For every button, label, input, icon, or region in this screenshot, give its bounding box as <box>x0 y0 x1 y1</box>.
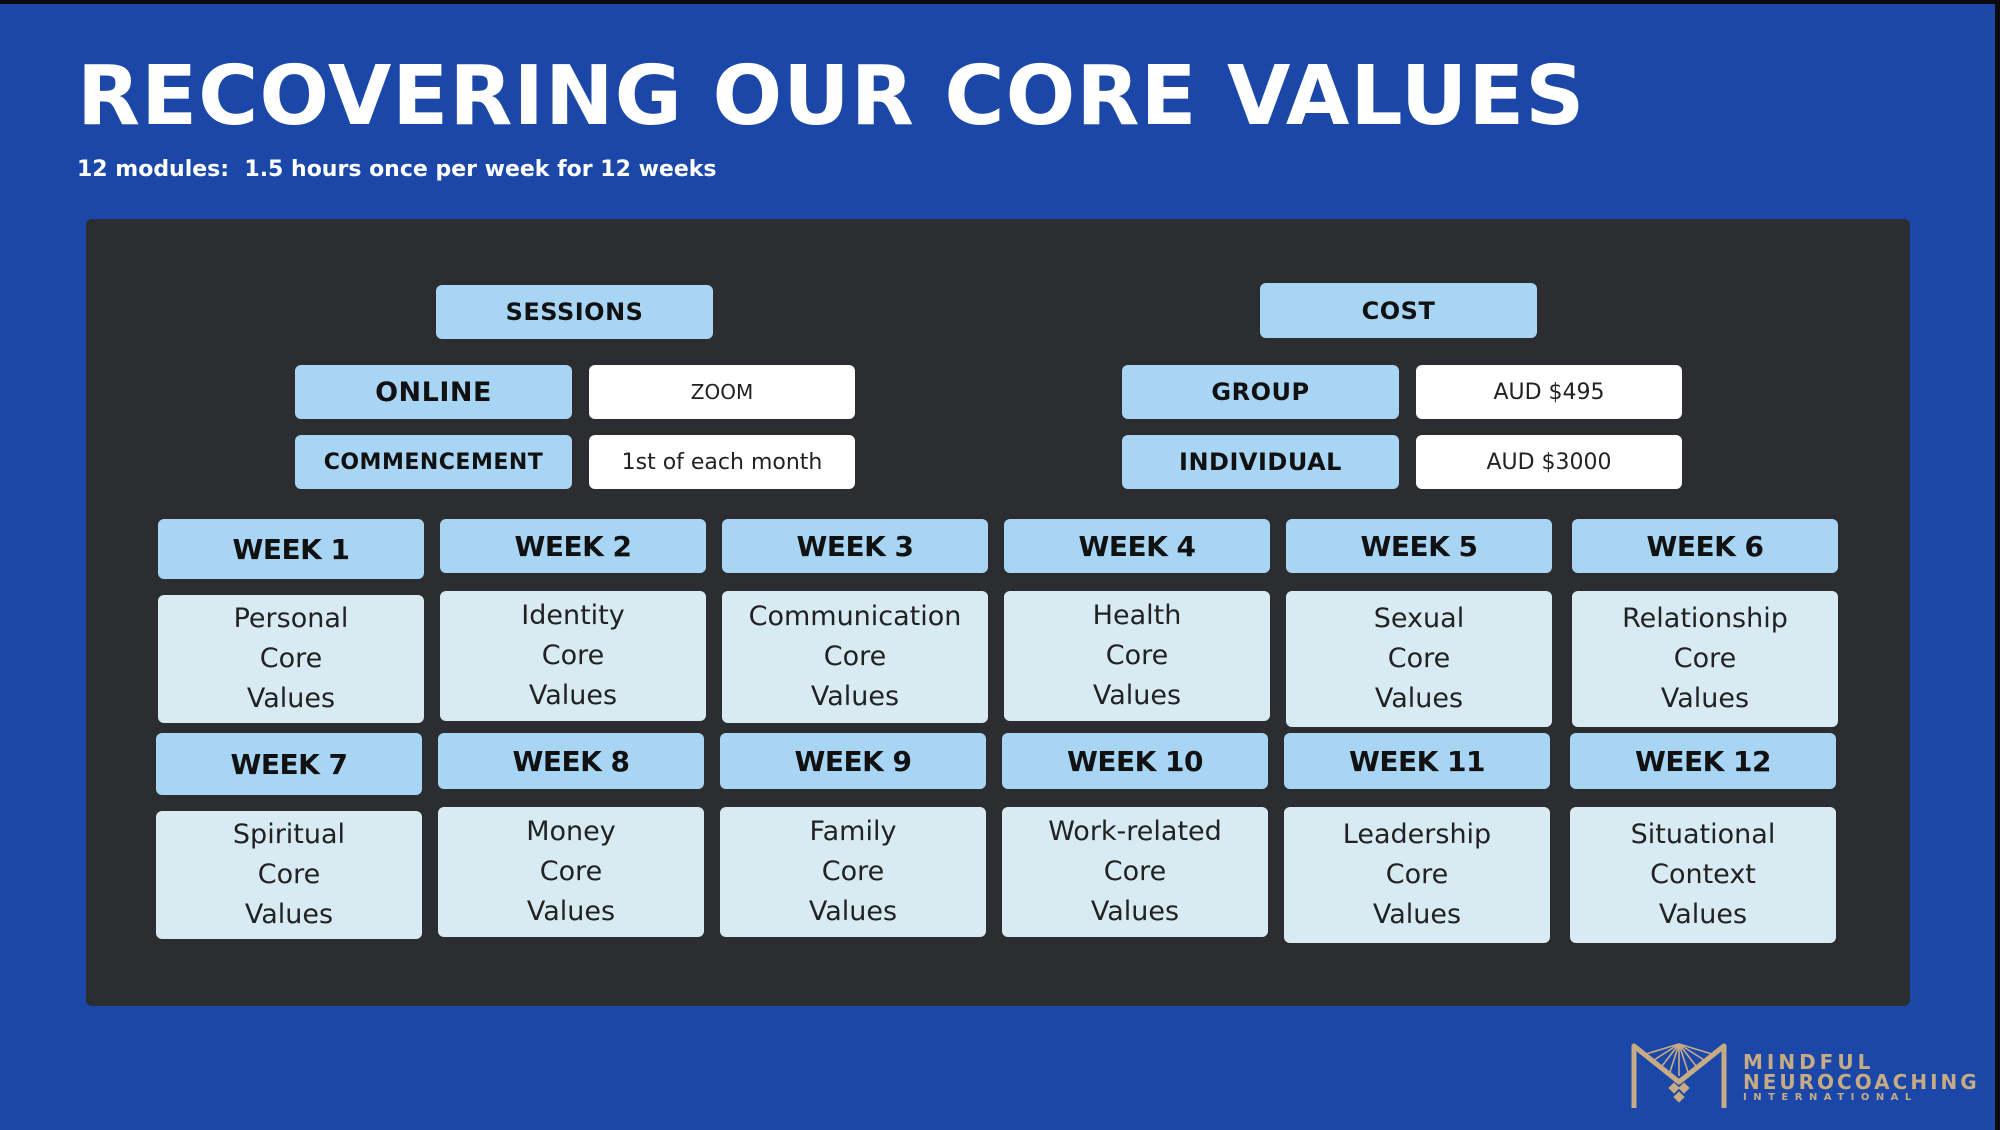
week-1-label: WEEK 1 <box>158 519 424 579</box>
week-6-module: Relationship Core Values <box>1572 591 1838 727</box>
week-3-module: Communication Core Values <box>722 591 988 723</box>
cost-header: COST <box>1260 283 1537 338</box>
week-4-label: WEEK 4 <box>1004 519 1270 573</box>
online-value: ZOOM <box>589 365 855 419</box>
logo-text-line-1: MINDFUL <box>1743 1050 1875 1074</box>
mni-logo-icon <box>1631 1043 1727 1108</box>
week-10-label: WEEK 10 <box>1002 733 1268 789</box>
week-5-label: WEEK 5 <box>1286 519 1552 573</box>
week-9-label: WEEK 9 <box>720 733 986 789</box>
week-1-module: Personal Core Values <box>158 595 424 723</box>
commencement-label: COMMENCEMENT <box>295 435 572 489</box>
sessions-header: SESSIONS <box>436 285 713 339</box>
week-4-module: Health Core Values <box>1004 591 1270 721</box>
group-value: AUD $495 <box>1416 365 1682 419</box>
online-label: ONLINE <box>295 365 572 419</box>
week-5-module: Sexual Core Values <box>1286 591 1552 727</box>
individual-value: AUD $3000 <box>1416 435 1682 489</box>
week-10-module: Work-related Core Values <box>1002 807 1268 937</box>
commencement-value: 1st of each month <box>589 435 855 489</box>
week-11-label: WEEK 11 <box>1284 733 1550 789</box>
week-7-label: WEEK 7 <box>156 733 422 795</box>
week-8-module: Money Core Values <box>438 807 704 937</box>
week-6-label: WEEK 6 <box>1572 519 1838 573</box>
week-8-label: WEEK 8 <box>438 733 704 789</box>
schedule-panel: SESSIONS ONLINE ZOOM COMMENCEMENT 1st of… <box>86 219 1910 1006</box>
individual-label: INDIVIDUAL <box>1122 435 1399 489</box>
week-2-module: Identity Core Values <box>440 591 706 721</box>
page-title: RECOVERING OUR CORE VALUES <box>77 49 1586 144</box>
page-subtitle: 12 modules: 1.5 hours once per week for … <box>77 157 717 182</box>
week-12-label: WEEK 12 <box>1570 733 1836 789</box>
logo-text-line-2: NEUROCOACHING <box>1743 1070 1980 1094</box>
week-9-module: Family Core Values <box>720 807 986 937</box>
week-7-module: Spiritual Core Values <box>156 811 422 939</box>
slide: RECOVERING OUR CORE VALUES 12 modules: 1… <box>0 4 1995 1130</box>
group-label: GROUP <box>1122 365 1399 419</box>
logo-text-line-3: INTERNATIONAL <box>1743 1092 1918 1103</box>
week-2-label: WEEK 2 <box>440 519 706 573</box>
week-12-module: Situational Context Values <box>1570 807 1836 943</box>
week-11-module: Leadership Core Values <box>1284 807 1550 943</box>
week-3-label: WEEK 3 <box>722 519 988 573</box>
